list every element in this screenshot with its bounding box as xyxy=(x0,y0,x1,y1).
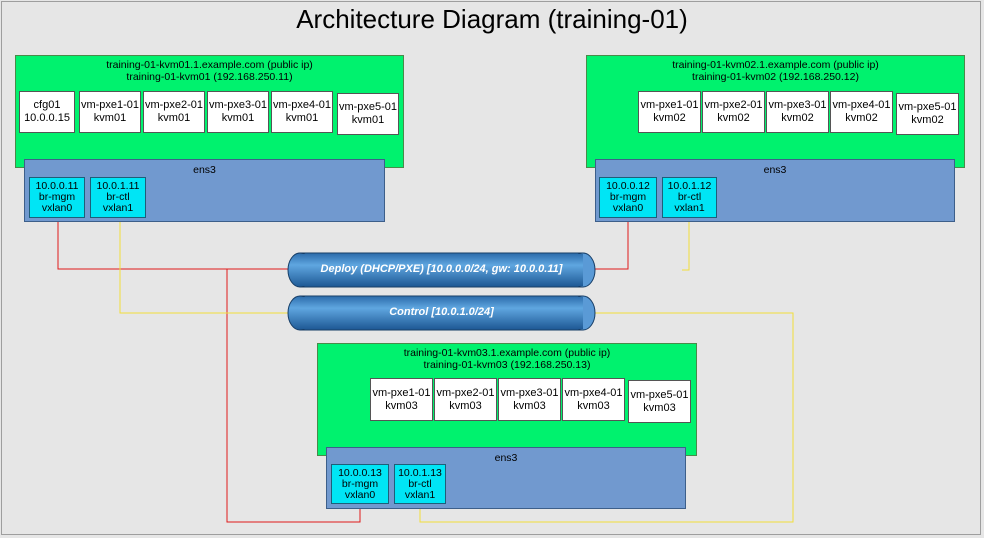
control-network-pipe xyxy=(287,295,596,331)
vm-pxe4-kvm01[interactable]: vm-pxe4-01 kvm01 xyxy=(271,91,333,133)
vm-pxe4-kvm02[interactable]: vm-pxe4-01 kvm02 xyxy=(830,91,893,133)
bridge-vxlan: vxlan0 xyxy=(41,202,73,214)
host-kvm03-fqdn: training-01-kvm03.1.example.com (public … xyxy=(403,347,611,359)
bridge-vxlan: vxlan0 xyxy=(612,202,644,214)
bridge-ip: 10.0.0.13 xyxy=(338,466,382,479)
bridge-name: br-ctl xyxy=(408,477,432,490)
vm-detail: kvm03 xyxy=(449,399,482,412)
vm-pxe2-kvm01[interactable]: vm-pxe2-01 kvm01 xyxy=(143,91,205,133)
bridge-name: br-mgm xyxy=(609,191,647,203)
vm-name: cfg01 xyxy=(33,99,61,111)
control-network-label: Control [10.0.1.0/24] xyxy=(389,306,494,318)
vm-pxe1-kvm02[interactable]: vm-pxe1-01 kvm02 xyxy=(638,91,701,133)
bridge-ip: 10.0.0.12 xyxy=(606,180,650,192)
bridge-vxlan: vxlan0 xyxy=(344,488,376,501)
nic-label: ens3 xyxy=(494,452,518,464)
vm-pxe4-kvm03[interactable]: vm-pxe4-01 kvm03 xyxy=(562,378,625,421)
vm-name: vm-pxe1-01 xyxy=(640,99,699,111)
bridge-name: br-ctl xyxy=(677,191,702,203)
vm-detail: kvm02 xyxy=(781,112,814,124)
vm-detail: kvm01 xyxy=(351,114,385,126)
vm-name: vm-pxe2-01 xyxy=(704,99,763,111)
vm-pxe3-kvm01[interactable]: vm-pxe3-01 kvm01 xyxy=(207,91,269,133)
control-link-host2-right xyxy=(419,312,794,523)
bridge-vxlan: vxlan1 xyxy=(102,202,134,214)
vm-pxe1-kvm03[interactable]: vm-pxe1-01 kvm03 xyxy=(370,378,433,421)
vm-detail: kvm01 xyxy=(285,112,319,124)
vm-detail: kvm02 xyxy=(717,112,750,124)
bridge-mgm-kvm03[interactable]: 10.0.0.13 br-mgm vxlan0 xyxy=(331,464,389,504)
bridge-ip: 10.0.1.13 xyxy=(398,466,442,479)
vm-detail: kvm02 xyxy=(845,112,878,124)
vm-name: vm-pxe1-01 xyxy=(80,99,140,111)
vm-name: vm-pxe2-01 xyxy=(144,99,204,111)
vm-detail: kvm02 xyxy=(911,114,944,126)
vm-pxe5-kvm02[interactable]: vm-pxe5-01 kvm02 xyxy=(896,93,959,135)
vm-detail: kvm02 xyxy=(653,112,686,124)
vm-pxe3-kvm03[interactable]: vm-pxe3-01 kvm03 xyxy=(498,378,561,421)
vm-detail: kvm03 xyxy=(513,399,546,412)
vm-detail: kvm03 xyxy=(577,399,610,412)
deploy-link-host3 xyxy=(226,269,361,523)
vm-pxe1-kvm01[interactable]: vm-pxe1-01 kvm01 xyxy=(79,91,141,133)
deploy-network-pipe xyxy=(287,252,596,288)
host-kvm02-address: training-01-kvm02 (192.168.250.12) xyxy=(692,71,859,83)
vm-name: vm-pxe3-01 xyxy=(768,99,827,111)
vm-name: vm-pxe4-01 xyxy=(832,99,891,111)
vm-name: vm-pxe4-01 xyxy=(564,386,623,399)
host-kvm02-label: training-01-kvm02.1.example.com (public … xyxy=(587,59,964,83)
vm-detail: 10.0.0.15 xyxy=(24,112,70,124)
control-link-host1 xyxy=(119,218,292,314)
bridge-name: br-mgm xyxy=(341,477,379,490)
bridge-name: br-ctl xyxy=(106,191,130,203)
nic-label: ens3 xyxy=(763,164,787,176)
bridge-vxlan: vxlan1 xyxy=(404,488,436,501)
bridge-mgm-kvm01[interactable]: 10.0.0.11 br-mgm vxlan0 xyxy=(29,177,85,218)
nic-label: ens3 xyxy=(193,164,216,176)
vm-pxe2-kvm03[interactable]: vm-pxe2-01 kvm03 xyxy=(434,378,497,421)
vm-detail: kvm03 xyxy=(643,401,676,414)
deploy-link-host1 xyxy=(57,218,292,270)
host-kvm03-address: training-01-kvm03 (192.168.250.13) xyxy=(423,359,591,371)
vm-name: vm-pxe5-01 xyxy=(898,101,957,113)
vm-cfg01[interactable]: cfg01 10.0.0.15 xyxy=(19,91,75,133)
vm-name: vm-pxe3-01 xyxy=(500,386,559,399)
bridge-ip: 10.0.1.12 xyxy=(667,180,712,192)
deploy-network-label: Deploy (DHCP/PXE) [10.0.0.0/24, gw: 10.0… xyxy=(320,263,563,275)
host-kvm01-label: training-01-kvm01.1.example.com (public … xyxy=(16,59,403,83)
bridge-ctl-kvm01[interactable]: 10.0.1.11 br-ctl vxlan1 xyxy=(90,177,146,218)
bridge-ip: 10.0.0.11 xyxy=(35,180,79,192)
vm-name: vm-pxe3-01 xyxy=(208,99,268,111)
diagram-title: Architecture Diagram (training-01) xyxy=(296,4,688,34)
host-kvm03-label: training-01-kvm03.1.example.com (public … xyxy=(318,347,696,371)
bridge-mgm-kvm02[interactable]: 10.0.0.12 br-mgm vxlan0 xyxy=(599,177,657,218)
vm-name: vm-pxe5-01 xyxy=(630,388,689,401)
vm-name: vm-pxe2-01 xyxy=(436,386,495,399)
vm-name: vm-pxe5-01 xyxy=(338,101,398,113)
bridge-ctl-kvm02[interactable]: 10.0.1.12 br-ctl vxlan1 xyxy=(662,177,717,218)
host-kvm01-fqdn: training-01-kvm01.1.example.com (public … xyxy=(106,59,313,71)
vm-name: vm-pxe1-01 xyxy=(372,386,431,399)
vm-pxe2-kvm02[interactable]: vm-pxe2-01 kvm02 xyxy=(702,91,765,133)
bridge-vxlan: vxlan1 xyxy=(674,202,705,214)
vm-detail: kvm03 xyxy=(385,399,418,412)
bridge-ip: 10.0.1.11 xyxy=(96,180,140,192)
vm-pxe3-kvm02[interactable]: vm-pxe3-01 kvm02 xyxy=(766,91,829,133)
vm-pxe5-kvm03[interactable]: vm-pxe5-01 kvm03 xyxy=(628,380,691,423)
bridge-name: br-mgm xyxy=(38,191,76,203)
bridge-ctl-kvm03[interactable]: 10.0.1.13 br-ctl vxlan1 xyxy=(394,464,446,504)
host-kvm01-address: training-01-kvm01 (192.168.250.11) xyxy=(126,71,293,83)
vm-detail: kvm01 xyxy=(221,112,255,124)
vm-detail: kvm01 xyxy=(93,112,127,124)
vm-detail: kvm01 xyxy=(157,112,191,124)
vm-name: vm-pxe4-01 xyxy=(272,99,332,111)
deploy-link-host2 xyxy=(595,218,629,270)
host-kvm02-fqdn: training-01-kvm02.1.example.com (public … xyxy=(672,59,879,71)
vm-pxe5-kvm01[interactable]: vm-pxe5-01 kvm01 xyxy=(337,93,399,135)
